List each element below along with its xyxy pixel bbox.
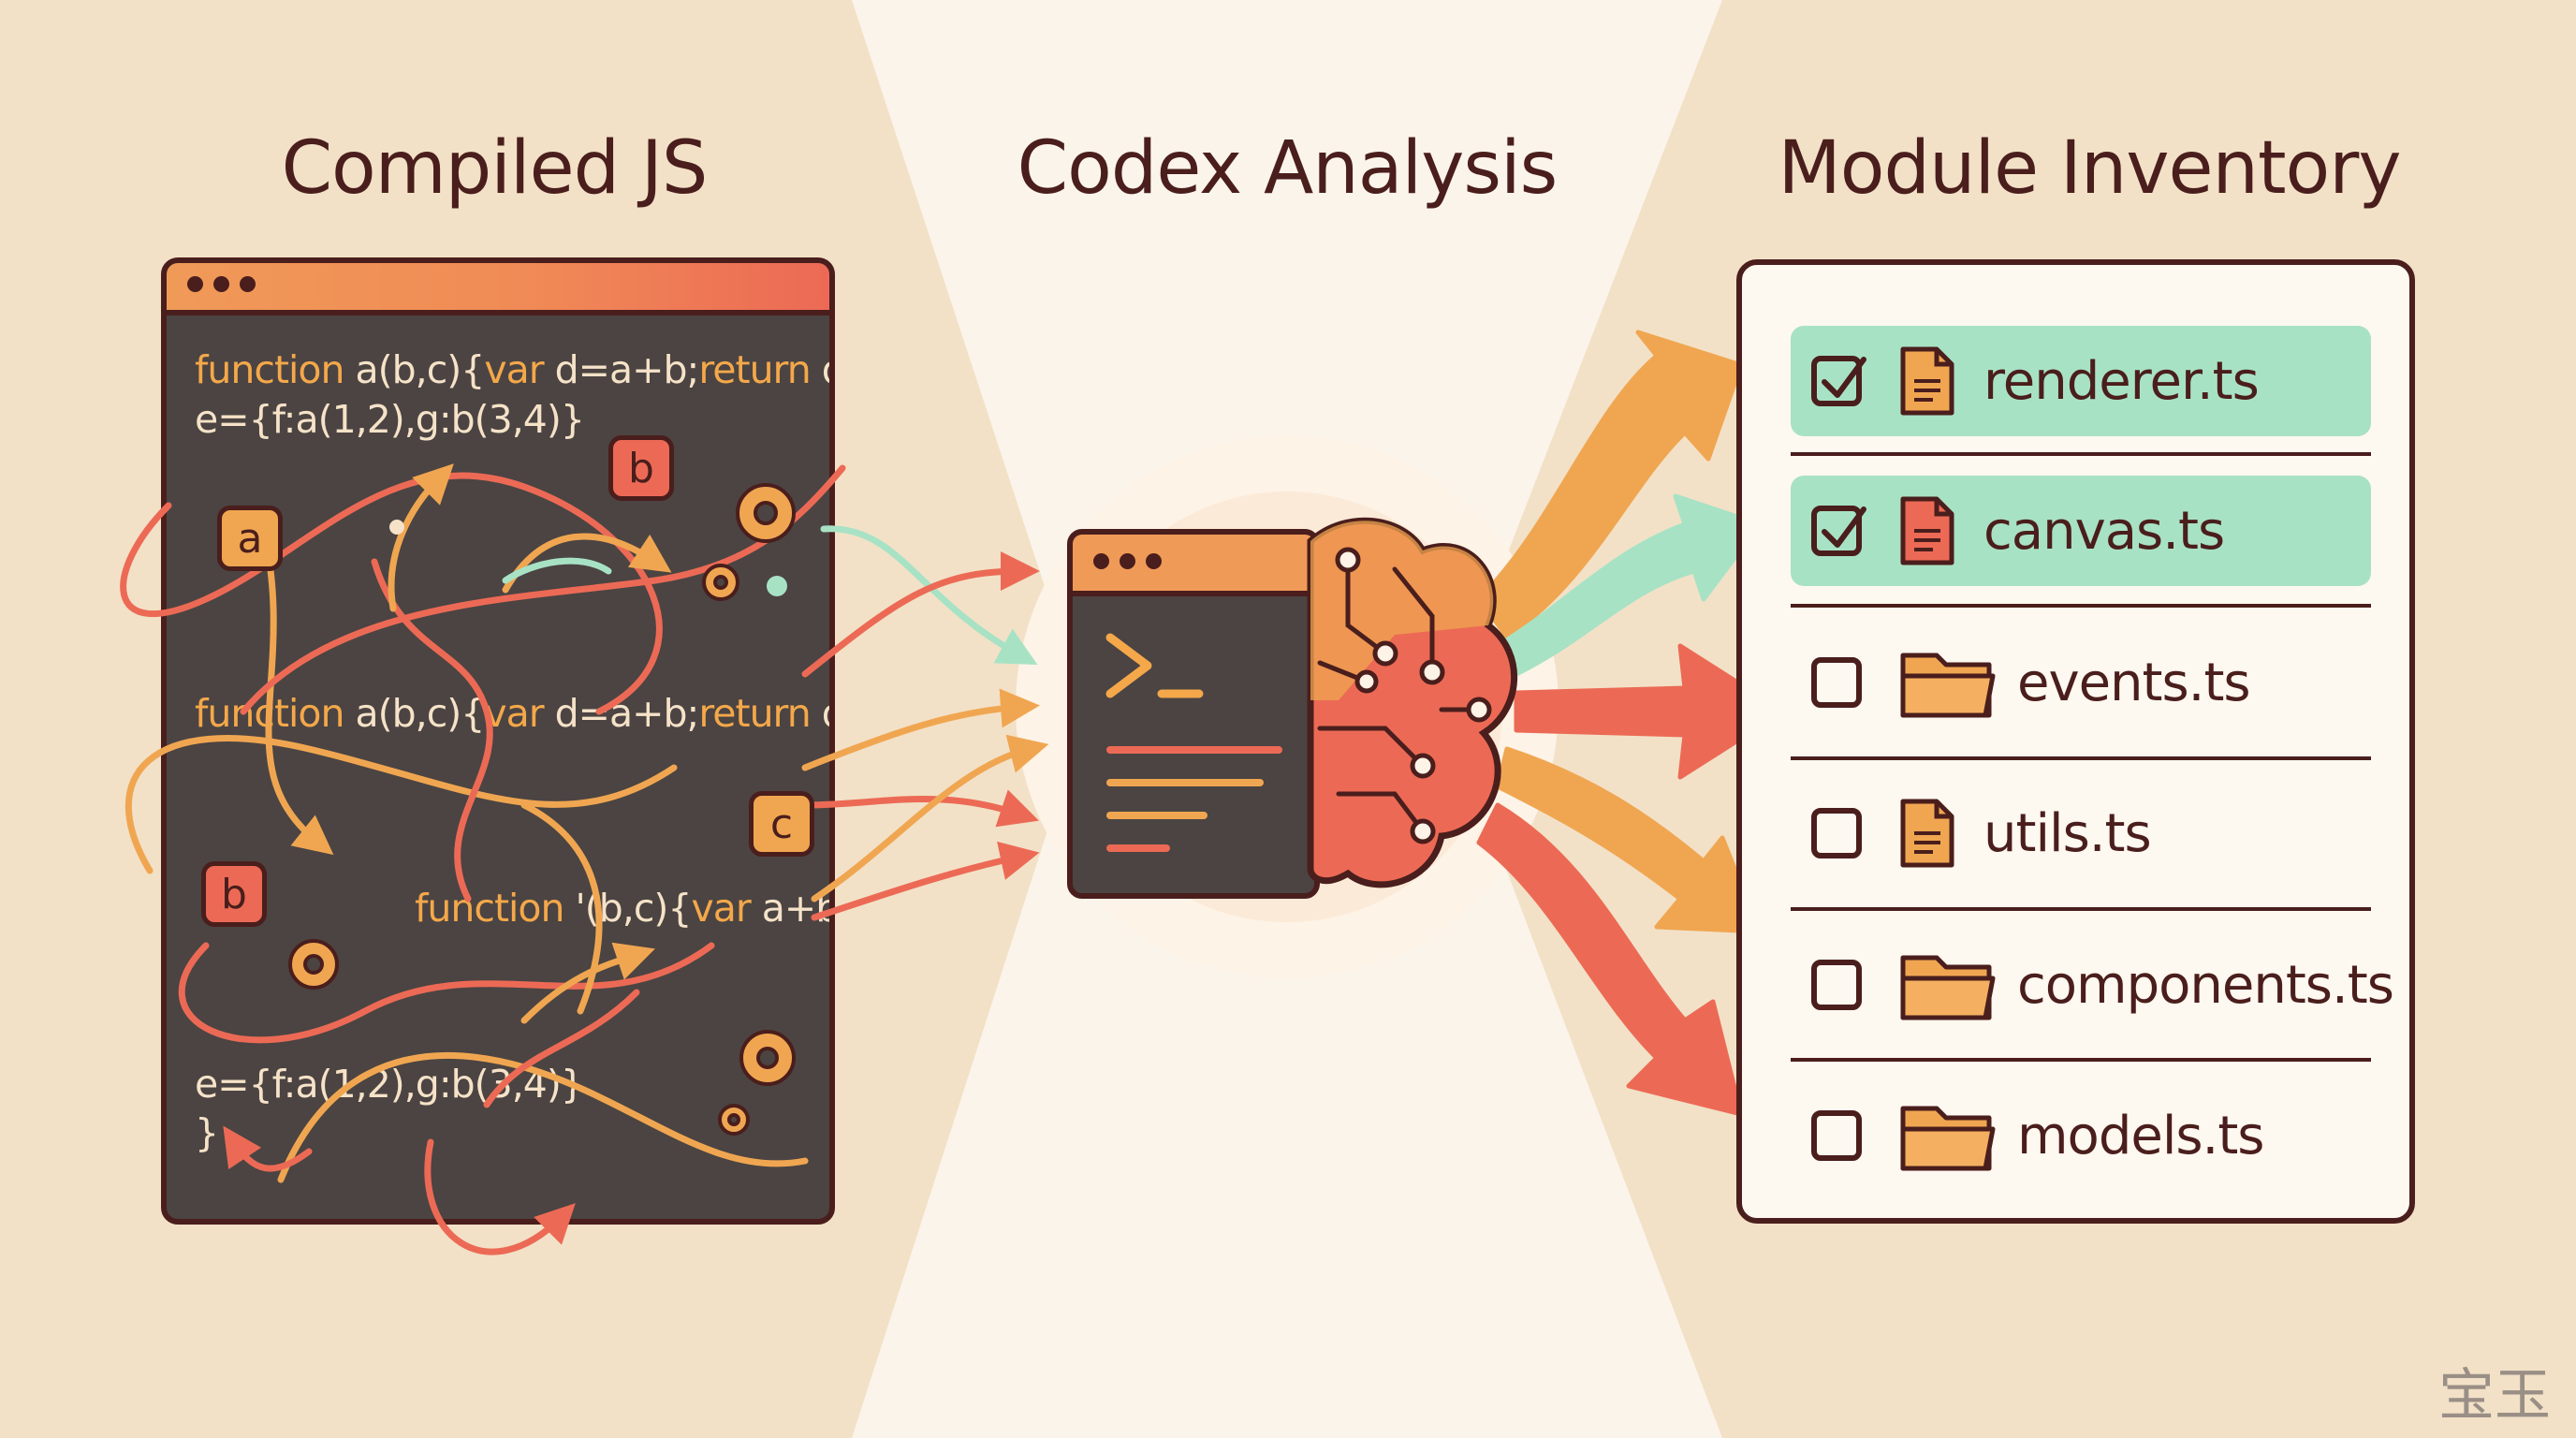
code-token-tag: b [608, 435, 674, 501]
code-text: a+b,c;} [761, 886, 835, 931]
inventory-item-label: models.ts [2017, 1105, 2264, 1167]
terminal-window-icon [1067, 529, 1320, 899]
window-dot-icon [240, 276, 256, 292]
inventory-item-label: events.ts [2017, 652, 2251, 713]
code-text: d+c;} [811, 691, 829, 736]
code-keyword: function [195, 691, 344, 736]
module-inventory-panel: renderer.ts canvas.ts events.ts [1736, 259, 2415, 1224]
terminal-titlebar [1073, 535, 1314, 596]
code-line-3: function a(b,c){var d=a+b;return d+c;} [195, 691, 829, 736]
checkbox-unchecked[interactable] [1811, 1110, 1862, 1161]
code-line-4: function '(b,c){var a+b,c;} [415, 886, 835, 931]
divider [1791, 756, 2371, 760]
inventory-item-utils[interactable]: utils.ts [1791, 778, 2371, 888]
code-text: a(b,c){ [344, 691, 486, 736]
code-text: d=a+b; [543, 347, 700, 392]
inventory-item-label: components.ts [2017, 954, 2394, 1016]
inventory-item-components[interactable]: components.ts [1791, 930, 2394, 1040]
inventory-item-models[interactable]: models.ts [1791, 1080, 2371, 1191]
terminal-prompt-icon [1105, 633, 1282, 852]
document-icon [1900, 496, 1954, 565]
watermark: 宝玉 [2438, 1363, 2551, 1429]
code-text: '(b,c){ [564, 886, 693, 931]
document-icon [1900, 799, 1954, 868]
window-dot-icon [187, 276, 203, 292]
window-dot-icon [1146, 553, 1162, 569]
code-text: d+c;} [811, 347, 829, 392]
inventory-item-label: canvas.ts [1983, 500, 2225, 562]
inventory-item-label: renderer.ts [1983, 350, 2260, 412]
window-dot-icon [213, 276, 229, 292]
compiled-js-heading: Compiled JS [281, 126, 709, 211]
code-line-1: function a(b,c){var d=a+b;return d+c;} [195, 347, 829, 392]
code-token-tag: b [201, 861, 267, 927]
divider [1791, 1058, 2371, 1062]
checkmark-icon [1822, 357, 1866, 398]
window-dot-icon [1120, 553, 1135, 569]
checkmark-icon [1822, 506, 1866, 548]
inventory-item-canvas[interactable]: canvas.ts [1791, 476, 2371, 586]
folder-icon [1900, 653, 1996, 718]
checkbox-unchecked[interactable] [1811, 808, 1862, 858]
code-window-titlebar [167, 263, 829, 315]
module-inventory-heading: Module Inventory [1778, 126, 2402, 211]
checkbox-checked[interactable] [1811, 356, 1866, 406]
inventory-item-renderer[interactable]: renderer.ts [1791, 326, 2371, 436]
inventory-item-events[interactable]: events.ts [1791, 627, 2371, 738]
code-keyword: return [698, 691, 811, 736]
code-line-5: e={f:a(1,2),g:b(3,4)} [195, 1062, 585, 1107]
code-text: d=a+b; [543, 691, 700, 736]
brain-circuit-icon [1307, 517, 1518, 888]
codex-analysis-heading: Codex Analysis [1017, 126, 1559, 211]
divider [1791, 907, 2371, 911]
code-keyword: return [698, 347, 811, 392]
divider [1791, 452, 2371, 456]
code-keyword: var [484, 347, 544, 392]
code-keyword: var [691, 886, 751, 931]
code-keyword: function [195, 347, 344, 392]
code-keyword: function [415, 886, 564, 931]
folder-icon [1900, 1106, 1996, 1171]
code-text: a(b,c){ [344, 347, 486, 392]
checkbox-unchecked[interactable] [1811, 657, 1862, 708]
inventory-item-label: utils.ts [1983, 802, 2152, 864]
compiled-code-window: function a(b,c){var d=a+b;return d+c;} e… [161, 257, 835, 1225]
folder-icon [1900, 955, 1996, 1020]
code-line-6: } [195, 1110, 219, 1155]
code-token-tag: a [217, 506, 283, 571]
checkbox-unchecked[interactable] [1811, 960, 1862, 1010]
code-token-tag: c [749, 791, 814, 857]
divider [1791, 604, 2371, 608]
checkbox-checked[interactable] [1811, 506, 1866, 556]
code-keyword: var [484, 691, 544, 736]
window-dot-icon [1093, 553, 1109, 569]
document-icon [1900, 346, 1954, 416]
code-line-2: e={f:a(1,2),g:b(3,4)} [195, 397, 585, 442]
